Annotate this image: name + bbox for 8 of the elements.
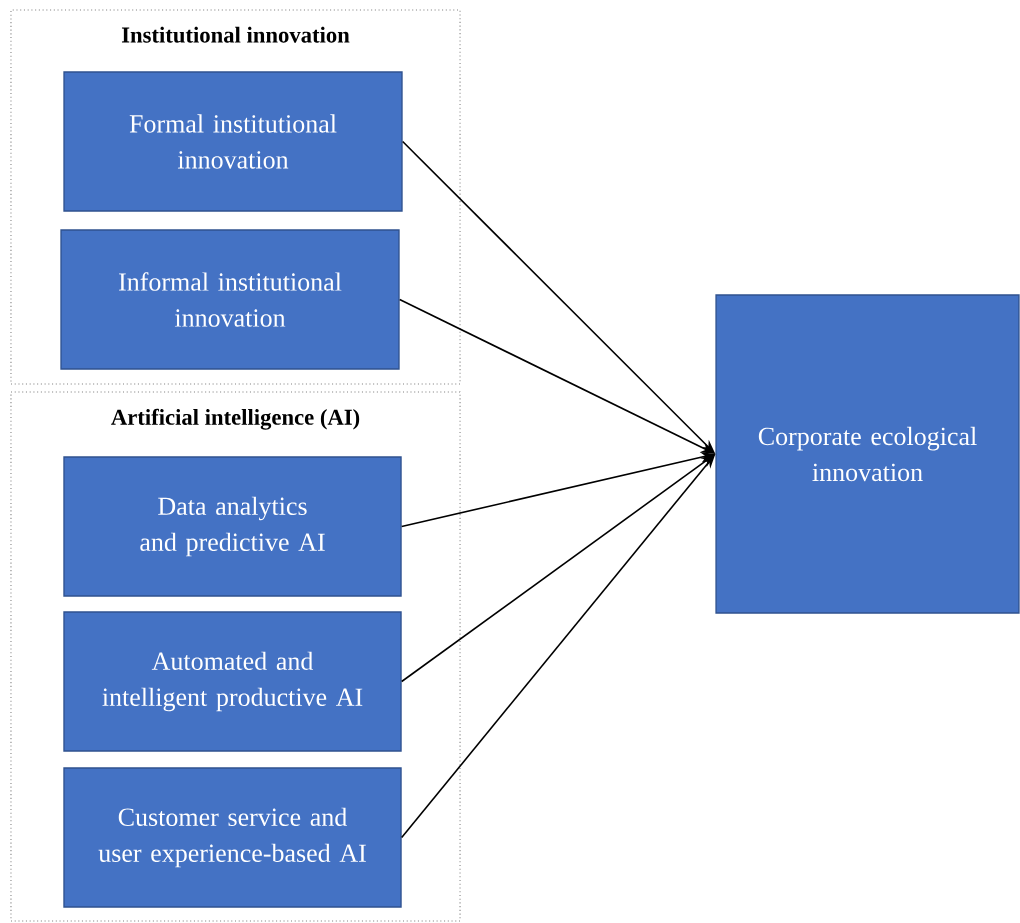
process-box: Data analytics and predictive AI bbox=[63, 456, 402, 597]
process-box: Automated and intelligent productive AI bbox=[63, 611, 402, 752]
process-box: Corporate ecological innovation bbox=[715, 294, 1020, 614]
process-box: Informal institutional innovation bbox=[60, 229, 400, 370]
process-box: Customer service and user experience-based AI bbox=[63, 767, 402, 908]
process-box: Formal institutional innovation bbox=[63, 71, 403, 212]
group-heading: Artificial intelligence (AI) bbox=[111, 408, 360, 430]
group-heading: Institutional innovation bbox=[121, 26, 350, 43]
